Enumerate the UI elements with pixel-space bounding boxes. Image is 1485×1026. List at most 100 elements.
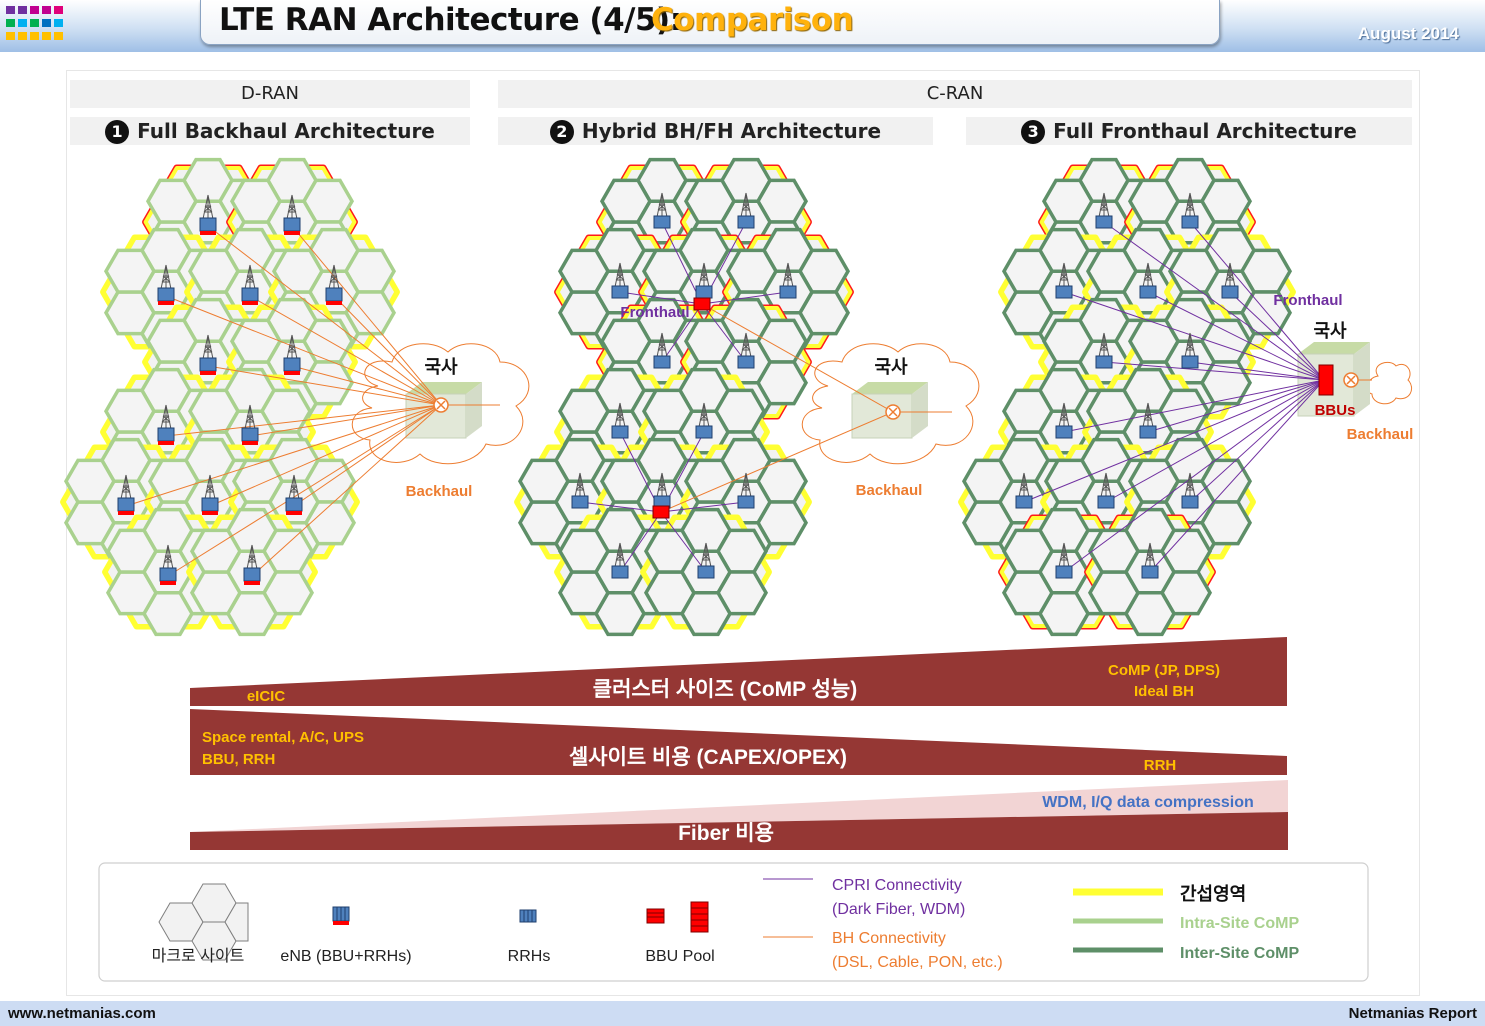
enb-icon <box>157 287 175 305</box>
enb-icon <box>117 497 135 515</box>
cell-site-cost-title: 셀사이트 비용 (CAPEX/OPEX) <box>569 746 847 769</box>
bbu-pool-icon <box>1318 364 1334 396</box>
rrh-icon <box>1139 425 1157 439</box>
macro-site-icon <box>158 883 249 961</box>
cluster-right-note-1: CoMP (JP, DPS) <box>1108 662 1220 679</box>
legend-macro-site: 마크로 사이트 <box>152 947 245 965</box>
rrh-icon <box>697 565 715 579</box>
rrh-icon <box>1095 215 1113 229</box>
rrh-icon <box>1221 285 1239 299</box>
connection-line <box>661 303 703 363</box>
rrh-icon <box>737 215 755 229</box>
arch1-title: Full Backhaul Architecture <box>137 119 435 143</box>
rrh-icon <box>571 495 589 509</box>
rrh-icon <box>1139 285 1157 299</box>
arch3-title: Full Fronthaul Architecture <box>1053 119 1357 143</box>
arch2-number: 2 <box>549 120 574 144</box>
header-bar: LTE RAN Architecture (4/5): Comparison A… <box>0 0 1485 52</box>
connection-line <box>1189 221 1325 381</box>
rrh-icon <box>1015 495 1033 509</box>
router-icon <box>1343 372 1359 388</box>
cell-site-cost-bar <box>190 709 1287 775</box>
rrh-icon <box>1181 495 1199 509</box>
footer-report: Netmanias Report <box>1348 1005 1477 1022</box>
enb-icon <box>332 906 350 925</box>
enb-icon <box>199 217 217 235</box>
cell-site-right-note: RRH <box>1144 757 1177 774</box>
connection-line <box>701 303 894 413</box>
connection-line <box>1229 291 1325 381</box>
arch2-title: Hybrid BH/FH Architecture <box>581 119 882 143</box>
connection-line <box>1147 379 1325 433</box>
bbu-pool-icon <box>646 901 709 933</box>
fronthaul-label: Fronthaul <box>1273 292 1342 309</box>
backhaul-label: Backhaul <box>856 482 923 499</box>
connection-line <box>619 511 662 573</box>
legend-bbu-pool: BBU Pool <box>645 948 714 965</box>
rrh-icon <box>1181 215 1199 229</box>
rrh-icon <box>611 285 629 299</box>
enb-icon <box>285 497 303 515</box>
cloud-icon <box>1366 361 1412 405</box>
rrh-icon <box>737 355 755 369</box>
connection-line <box>1103 361 1325 381</box>
fiber-cost-bar <box>190 812 1288 850</box>
fiber-cost-note: WDM, I/Q data compression <box>1042 794 1254 811</box>
connection-line <box>1063 379 1325 433</box>
legend-interference: 간섭영역 <box>1180 884 1246 904</box>
cluster-right-note-2: Ideal BH <box>1134 683 1194 700</box>
bbu-pool-icon <box>652 505 670 519</box>
enb-icon <box>157 427 175 445</box>
cell-site-left-note-2: BBU, RRH <box>202 751 275 768</box>
legend-box <box>98 862 1369 982</box>
page-title: LTE RAN Architecture (4/5): <box>219 2 682 38</box>
fronthaul-label: Fronthaul <box>620 304 689 321</box>
legend-cpri-2: (Dark Fiber, WDM) <box>832 901 965 918</box>
connection-line <box>1149 379 1325 573</box>
central-office-label: 국사 <box>1313 321 1347 341</box>
enb-icon <box>241 427 259 445</box>
page-title-accent: Comparison <box>651 2 854 38</box>
connection-line <box>249 295 442 406</box>
footer-bar: www.netmanias.com Netmanias Report <box>0 1001 1485 1026</box>
rrh-icon <box>1141 565 1159 579</box>
enb-icon <box>159 567 177 585</box>
central-office-label: 국사 <box>874 357 908 377</box>
legend-enb: eNB (BBU+RRHs) <box>280 948 411 965</box>
enb-icon <box>325 287 343 305</box>
connection-line <box>291 225 442 406</box>
enb-icon <box>283 217 301 235</box>
connection-line <box>1063 379 1325 573</box>
rrh-icon <box>695 285 713 299</box>
router-icon <box>433 397 449 413</box>
backhaul-label: Backhaul <box>406 483 473 500</box>
enb-icon <box>199 357 217 375</box>
enb-icon <box>201 497 219 515</box>
connection-line <box>1105 379 1325 503</box>
enb-icon <box>241 287 259 305</box>
router-icon <box>885 404 901 420</box>
fiber-cost-title: Fiber 비용 <box>678 822 774 845</box>
central-office-box <box>851 382 928 439</box>
legend-cpri-1: CPRI Connectivity <box>832 877 962 894</box>
cluster-size-title: 클러스터 사이즈 (CoMP 성능) <box>593 678 857 701</box>
central-office-label: 국사 <box>424 357 458 377</box>
rrh-icon <box>653 215 671 229</box>
connection-line <box>660 501 747 513</box>
connection-line <box>167 404 442 577</box>
connection-line <box>249 404 442 437</box>
cluster-left-note: eICIC <box>247 688 286 705</box>
enb-icon <box>283 357 301 375</box>
backhaul-label: Backhaul <box>1347 426 1414 443</box>
bbus-label: BBUs <box>1315 402 1356 419</box>
dran-band: D-RAN <box>70 80 470 108</box>
logo-icon <box>6 6 63 40</box>
connection-line <box>209 404 442 507</box>
connection-line <box>701 303 747 363</box>
connection-line <box>1147 291 1325 381</box>
rrh-icon <box>1055 565 1073 579</box>
connection-line <box>661 221 703 305</box>
arch3-number: 3 <box>1021 120 1046 144</box>
connection-line <box>660 511 707 573</box>
